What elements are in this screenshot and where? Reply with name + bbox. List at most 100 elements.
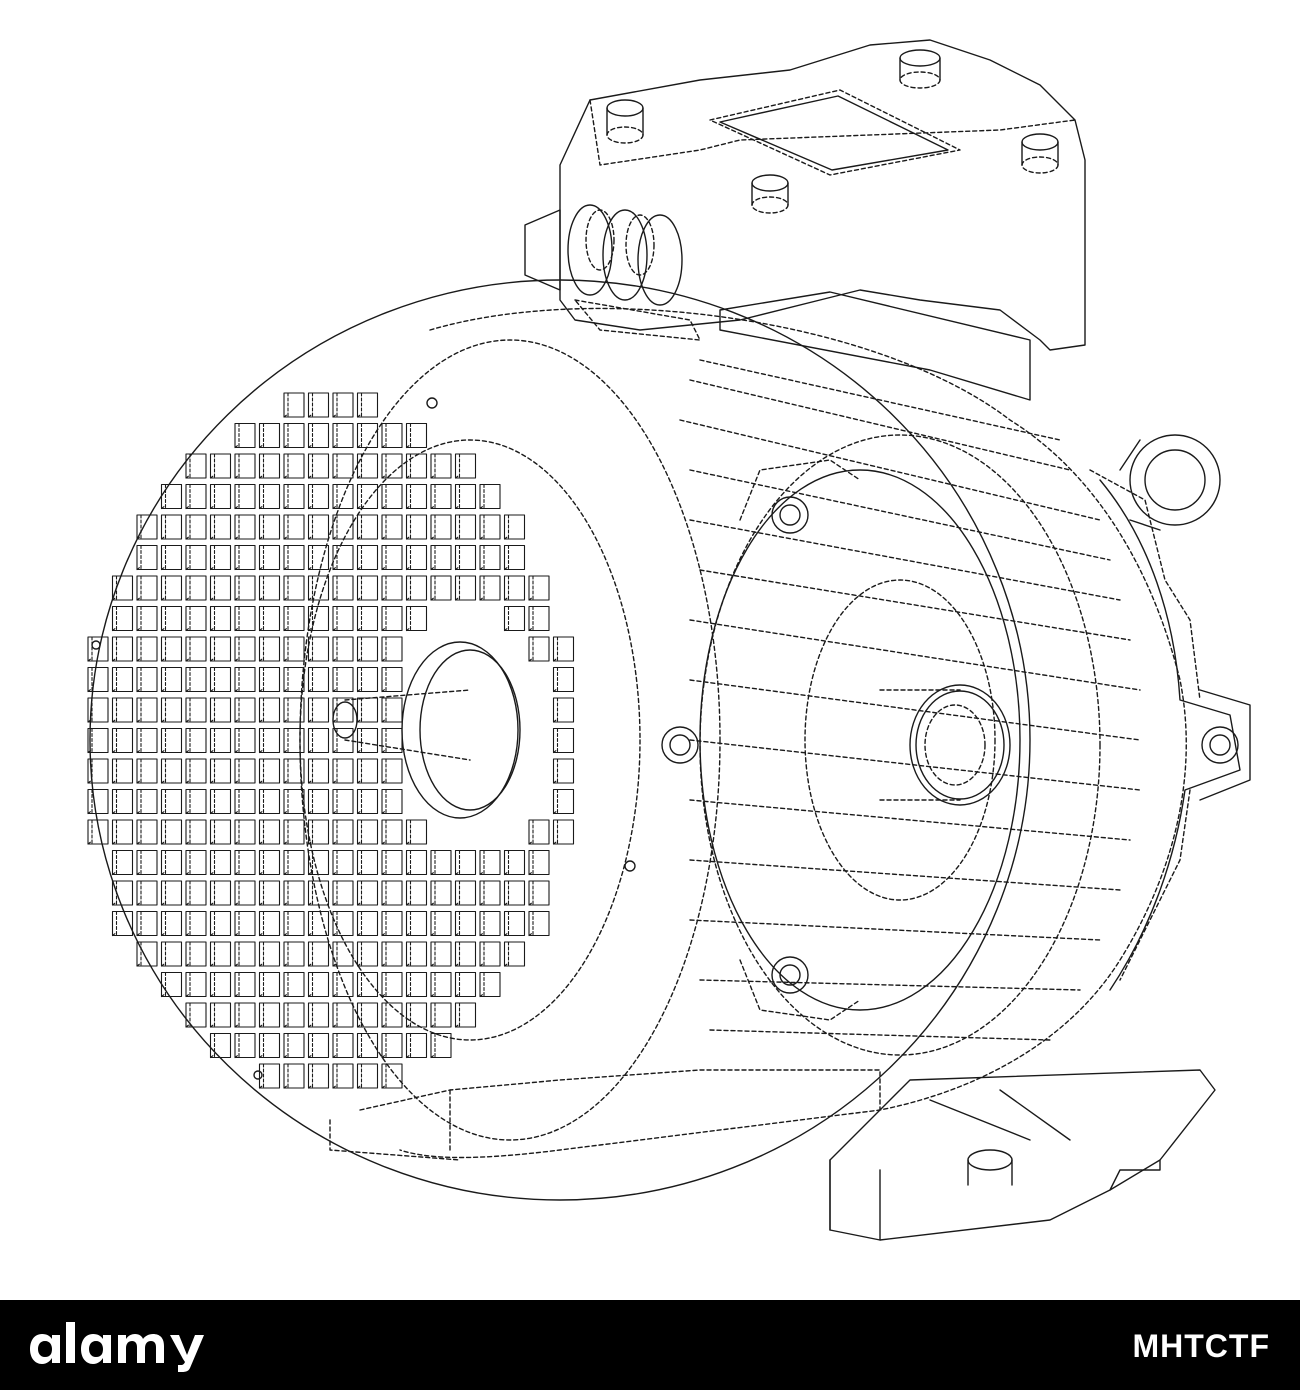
grill-slot bbox=[185, 453, 207, 479]
motor-svg bbox=[87, 39, 1251, 1241]
grill-slot-depth bbox=[552, 758, 559, 784]
grill-slot-depth bbox=[332, 605, 338, 632]
grill-slot bbox=[111, 727, 134, 754]
grill-slot-depth bbox=[283, 392, 289, 418]
grill-slot bbox=[503, 544, 526, 571]
grill-slot bbox=[87, 636, 109, 662]
grill-slot bbox=[454, 971, 477, 998]
grill-slot-depth bbox=[136, 880, 142, 906]
grill-slot bbox=[332, 1063, 354, 1089]
grill-slot bbox=[283, 636, 305, 662]
grill-slot-depth bbox=[87, 697, 93, 723]
grill-slot-depth bbox=[234, 1032, 240, 1059]
grill-slot-depth bbox=[185, 1002, 191, 1028]
grill-slot-depth bbox=[258, 514, 265, 540]
grill-slot bbox=[381, 849, 403, 876]
grill-slot bbox=[283, 788, 305, 815]
grill-slot-depth bbox=[136, 788, 142, 815]
grill-slot bbox=[405, 575, 428, 601]
end-shield bbox=[661, 434, 1239, 1056]
grill-slot-depth bbox=[185, 758, 191, 784]
grill-slot-depth bbox=[356, 727, 363, 754]
grill-slot bbox=[209, 880, 232, 906]
grill-slot-depth bbox=[528, 880, 534, 906]
grill-slot bbox=[258, 1032, 281, 1059]
grill-slot bbox=[454, 1002, 477, 1028]
grill-slot bbox=[234, 758, 256, 784]
grill-slot bbox=[381, 514, 403, 540]
grill-slot bbox=[503, 910, 526, 937]
grill-slot bbox=[185, 941, 207, 967]
grill-slot bbox=[209, 605, 232, 632]
grill-slot-depth bbox=[528, 636, 534, 662]
grill-slot-depth bbox=[479, 971, 485, 998]
grill-slot bbox=[258, 758, 281, 784]
grill-slot bbox=[332, 971, 354, 998]
grill-slot-depth bbox=[283, 727, 289, 754]
grill-slot bbox=[405, 1002, 428, 1028]
grill-slot-depth bbox=[136, 636, 142, 662]
grill-slot-depth bbox=[552, 636, 559, 662]
grill-slot bbox=[258, 422, 281, 449]
grill-slot-depth bbox=[209, 636, 216, 662]
grill-slot-depth bbox=[160, 544, 167, 571]
grill-slot bbox=[454, 514, 477, 540]
grill-slot bbox=[381, 1002, 403, 1028]
grill-slot-depth bbox=[332, 575, 338, 601]
grill-slot bbox=[430, 483, 452, 510]
grill-slot-depth bbox=[405, 819, 412, 845]
grill-slot bbox=[136, 849, 158, 876]
grill-slot bbox=[307, 1002, 330, 1028]
grill-slot-depth bbox=[381, 727, 387, 754]
grill-slot-depth bbox=[405, 971, 412, 998]
grill-slot-depth bbox=[258, 422, 265, 449]
grill-slot bbox=[136, 636, 158, 662]
grill-slot-depth bbox=[234, 666, 240, 693]
grill-slot-depth bbox=[234, 880, 240, 906]
grill-slot bbox=[111, 758, 134, 784]
grill-slot bbox=[160, 819, 183, 845]
grill-slot bbox=[258, 849, 281, 876]
grill-slot bbox=[503, 941, 526, 967]
grill-slot-depth bbox=[283, 1002, 289, 1028]
grill-slot bbox=[307, 666, 330, 693]
grill-slot bbox=[111, 575, 134, 601]
grill-slot-depth bbox=[209, 605, 216, 632]
grill-slot-depth bbox=[552, 788, 559, 815]
grill-slot-depth bbox=[209, 697, 216, 723]
grill-slot bbox=[430, 453, 452, 479]
grill-slot bbox=[160, 880, 183, 906]
grill-slot-depth bbox=[111, 575, 118, 601]
grill-slot bbox=[307, 544, 330, 571]
grill-slot-depth bbox=[307, 636, 314, 662]
grill-slot-depth bbox=[356, 697, 363, 723]
grill-slot-depth bbox=[209, 666, 216, 693]
grill-slot bbox=[332, 636, 354, 662]
grill-slot bbox=[209, 453, 232, 479]
grill-slot bbox=[381, 636, 403, 662]
grill-slot-depth bbox=[283, 1032, 289, 1059]
grill-slot bbox=[111, 880, 134, 906]
grill-slot bbox=[283, 514, 305, 540]
grill-slot bbox=[405, 941, 428, 967]
grill-slot bbox=[405, 514, 428, 540]
grill-slot-depth bbox=[405, 575, 412, 601]
grill-slot bbox=[209, 971, 232, 998]
grill-slot bbox=[209, 819, 232, 845]
grill-slot-depth bbox=[111, 849, 118, 876]
grill-slot-depth bbox=[160, 666, 167, 693]
grill-slot bbox=[209, 758, 232, 784]
grill-slot-depth bbox=[307, 849, 314, 876]
fan-cover bbox=[89, 279, 1031, 1201]
grill-slot bbox=[405, 605, 428, 632]
grill-slot-depth bbox=[454, 941, 461, 967]
grill-slot bbox=[185, 605, 207, 632]
grill-slot-depth bbox=[356, 575, 363, 601]
grill-slot bbox=[111, 605, 134, 632]
grill-slot-depth bbox=[381, 544, 387, 571]
grill-slot bbox=[307, 910, 330, 937]
grill-slot-depth bbox=[111, 880, 118, 906]
grill-slot bbox=[136, 697, 158, 723]
grill-slot bbox=[185, 483, 207, 510]
grill-slot-depth bbox=[307, 758, 314, 784]
